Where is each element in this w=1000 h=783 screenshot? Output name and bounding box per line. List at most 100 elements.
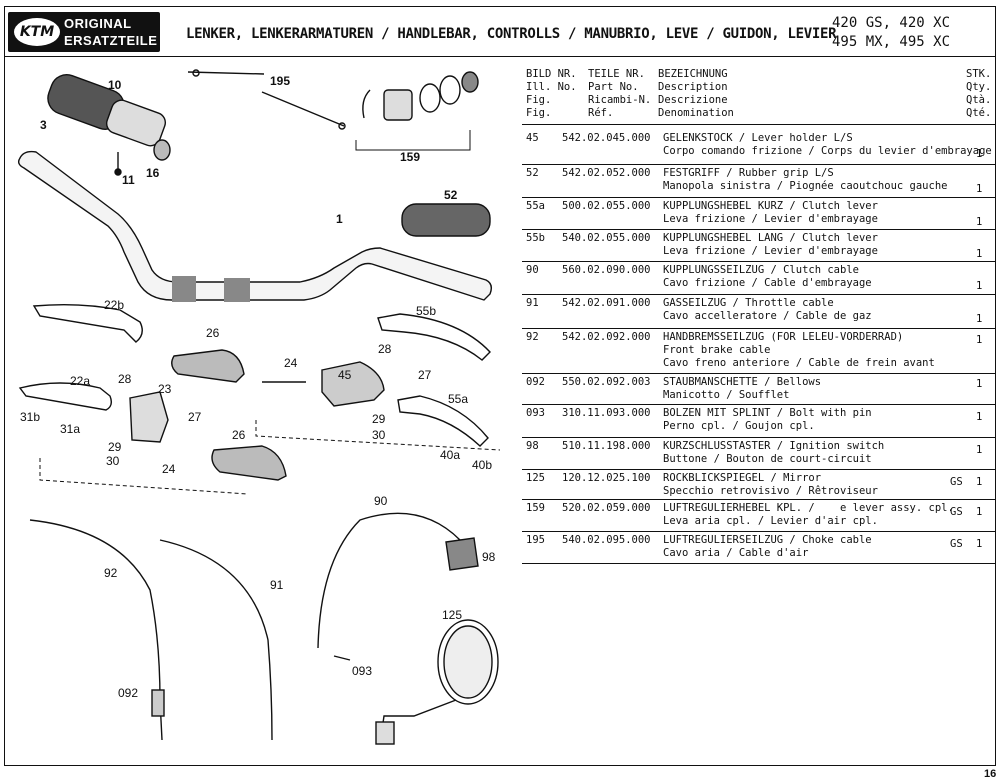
callout-195: 195	[270, 74, 291, 88]
callout-27: 27	[418, 368, 432, 382]
row-part-no: 542.02.052.000	[562, 167, 651, 179]
callout-24-left: 24	[162, 462, 176, 476]
callout-40b: 40b	[472, 458, 493, 472]
row-qty: 1	[976, 248, 983, 260]
callout-10: 10	[108, 78, 122, 92]
left-grip-assembly	[47, 74, 171, 176]
callout-23: 23	[158, 382, 172, 396]
rubber-grip-52	[401, 203, 491, 237]
callout-30: 30	[372, 428, 386, 442]
clutch-lever-55a	[397, 395, 489, 447]
row-part-no: 520.02.059.000	[562, 502, 651, 514]
row-part-no: 542.02.092.000	[562, 331, 651, 343]
row-part-no: 542.02.045.000	[562, 132, 651, 144]
parts-row: 91 542.02.091.000 GASSEILZUG / Throttle …	[522, 295, 996, 329]
callout-125: 125	[442, 608, 463, 622]
row-qty: 1	[976, 183, 983, 195]
row-fig-no: 195	[526, 534, 545, 546]
row-part-no: 540.02.095.000	[562, 534, 651, 546]
lever-holder-23	[129, 391, 169, 443]
choke-lever-159	[362, 71, 479, 121]
row-description: KUPPLUNGSHEBEL LANG / Clutch lever Leva …	[663, 232, 878, 257]
callout-27-left: 27	[188, 410, 202, 424]
parts-row: 125 120.12.025.100 ROCKBLICKSPIEGEL / Mi…	[522, 470, 996, 500]
callout-40a: 40a	[440, 448, 461, 462]
row-qty: 1	[976, 280, 983, 292]
parts-row: 093 310.11.093.000 BOLZEN MIT SPLINT / B…	[522, 405, 996, 438]
row-description: LUFTREGULIERSEILZUG / Choke cable Cavo a…	[663, 534, 872, 559]
logo-text-original: ORIGINAL	[64, 16, 132, 31]
row-description: HANDBREMSSEILZUG (FOR LELEU-VORDERRAD) F…	[663, 331, 935, 369]
row-fig-no: 159	[526, 502, 545, 514]
row-qty: 1	[976, 148, 983, 160]
row-description: GELENKSTOCK / Lever holder L/S Corpo com…	[663, 132, 992, 157]
bolt-093	[333, 655, 351, 661]
column-header-qty: STK. Qty. Qtà. Qté.	[966, 68, 992, 119]
callout-90: 90	[374, 494, 388, 508]
callout-91: 91	[270, 578, 284, 592]
row-qty: 1	[976, 411, 983, 423]
column-header-part: TEILE NR. Part No. Ricambi-N. Réf.	[588, 68, 652, 119]
row-description: KURZSCHLUSSTASTER / Ignition switch Butt…	[663, 440, 885, 465]
row-qty: 1	[976, 506, 983, 518]
switch-housing-26	[171, 349, 245, 383]
callout-26-lower: 26	[232, 428, 246, 442]
row-fig-no: 55b	[526, 232, 545, 244]
row-description: KUPPLUNGSSEILZUG / Clutch cable Cavo fri…	[663, 264, 872, 289]
models-line-2: 495 MX, 495 XC	[832, 34, 951, 50]
callout-28: 28	[378, 342, 392, 356]
callout-52: 52	[444, 188, 458, 202]
callout-093: 093	[352, 664, 373, 678]
row-part-no: 560.02.090.000	[562, 264, 651, 276]
callout-45: 45	[338, 368, 352, 382]
row-fig-no: 45	[526, 132, 539, 144]
clutch-lever-22a	[18, 382, 113, 411]
handlebar	[17, 150, 493, 301]
callout-092: 092	[118, 686, 139, 700]
row-description: LUFTREGULIERHEBEL KPL. / e lever assy. c…	[663, 502, 954, 527]
parts-row: 195 540.02.095.000 LUFTREGULIERSEILZUG /…	[522, 532, 996, 564]
row-fig-no: 092	[526, 376, 545, 388]
callout-22a: 22a	[70, 374, 91, 388]
row-qty: 1	[976, 476, 983, 488]
row-description: STAUBMANSCHETTE / Bellows Manicotto / So…	[663, 376, 822, 401]
column-header-rule	[522, 124, 996, 125]
column-header-bild: BILD NR. Ill. No. Fig. Fig.	[526, 68, 577, 119]
row-note: GS	[950, 476, 963, 488]
callout-31b: 31b	[20, 410, 41, 424]
bellows-092	[151, 689, 165, 717]
lever-holder-45	[321, 361, 385, 407]
row-description: FESTGRIFF / Rubber grip L/S Manopola sin…	[663, 167, 948, 192]
row-fig-no: 92	[526, 331, 539, 343]
callout-1: 1	[336, 212, 343, 226]
row-part-no: 120.12.025.100	[562, 472, 651, 484]
clutch-lever-22b	[32, 303, 143, 343]
models-line-1: 420 GS, 420 XC	[832, 15, 951, 31]
row-part-no: 550.02.092.003	[562, 376, 651, 388]
callout-98: 98	[482, 550, 496, 564]
row-qty: 1	[976, 313, 983, 325]
row-qty: 1	[976, 334, 983, 346]
callout-22b: 22b	[104, 298, 125, 312]
brake-cable-92	[29, 519, 163, 741]
row-fig-no: 52	[526, 167, 539, 179]
callout-55a: 55a	[448, 392, 469, 406]
row-note: GS	[950, 506, 963, 518]
callout-3: 3	[40, 118, 47, 132]
parts-row: 52 542.02.052.000 FESTGRIFF / Rubber gri…	[522, 165, 996, 198]
callout-31a: 31a	[60, 422, 81, 436]
ktm-logo-mark: KTM	[14, 18, 60, 46]
column-header-description: BEZEICHNUNG Description Descrizione Deno…	[658, 68, 734, 119]
row-description: GASSEILZUG / Throttle cable Cavo accelle…	[663, 297, 872, 322]
parts-row: 92 542.02.092.000 HANDBREMSSEILZUG (FOR …	[522, 329, 996, 374]
model-list: 420 GS, 420 XC 495 MX, 495 XC	[832, 14, 950, 52]
callout-29-left: 29	[108, 440, 122, 454]
callout-92: 92	[104, 566, 118, 580]
row-note: GS	[950, 538, 963, 550]
callout-11: 11	[122, 173, 135, 187]
row-part-no: 310.11.093.000	[562, 407, 651, 419]
throttle-cable-91	[159, 539, 273, 741]
row-fig-no: 093	[526, 407, 545, 419]
callout-55b: 55b	[416, 304, 437, 318]
row-qty: 1	[976, 444, 983, 456]
